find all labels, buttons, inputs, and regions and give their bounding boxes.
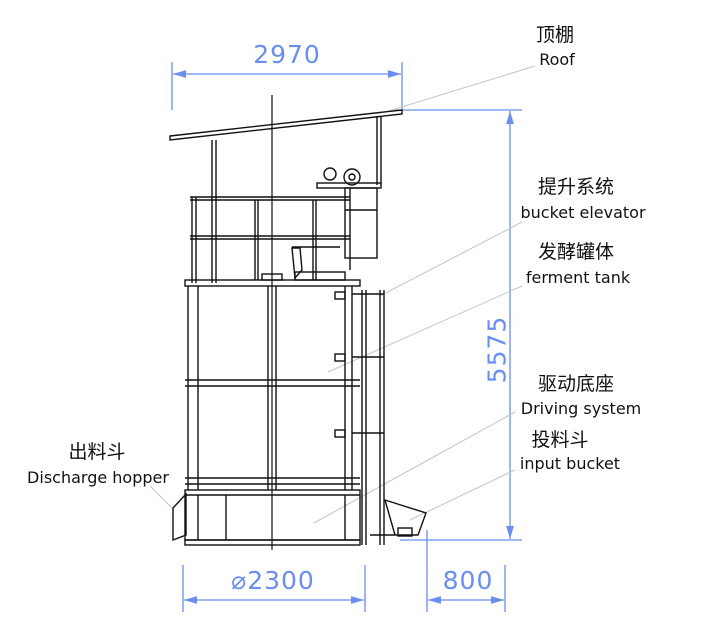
label-driving-system-zh: 驱动底座 (537, 373, 615, 395)
label-bucket-elevator-zh: 提升系统 (537, 176, 615, 198)
label-ferment-tank-zh: 发酵罐体 (537, 241, 615, 263)
label-ferment-tank-en: ferment tank (525, 268, 631, 287)
dimension-height: 5575 (482, 315, 512, 384)
dimension-lines (171, 62, 522, 612)
label-bucket-elevator-en: bucket elevator (520, 203, 646, 222)
fermenter-machine (169, 95, 427, 550)
label-discharge-hopper-zh: 出料斗 (68, 441, 126, 463)
label-input-bucket-zh: 投料斗 (531, 429, 589, 451)
label-discharge-hopper-en: Discharge hopper (27, 468, 169, 487)
discharge-hopper (172, 492, 187, 542)
label-roof-zh: 顶棚 (535, 24, 575, 46)
roof-panel (169, 109, 403, 141)
label-driving-system-en: Driving system (520, 399, 642, 418)
dimension-tank-diameter: ⌀2300 (231, 566, 315, 595)
label-roof-en: Roof (539, 50, 575, 69)
dimension-bucket-offset: 800 (442, 566, 494, 595)
leader-lines (149, 65, 536, 524)
input-bucket (383, 498, 427, 536)
dimension-top-width: 2970 (253, 40, 321, 69)
label-input-bucket-en: input bucket (519, 454, 621, 473)
